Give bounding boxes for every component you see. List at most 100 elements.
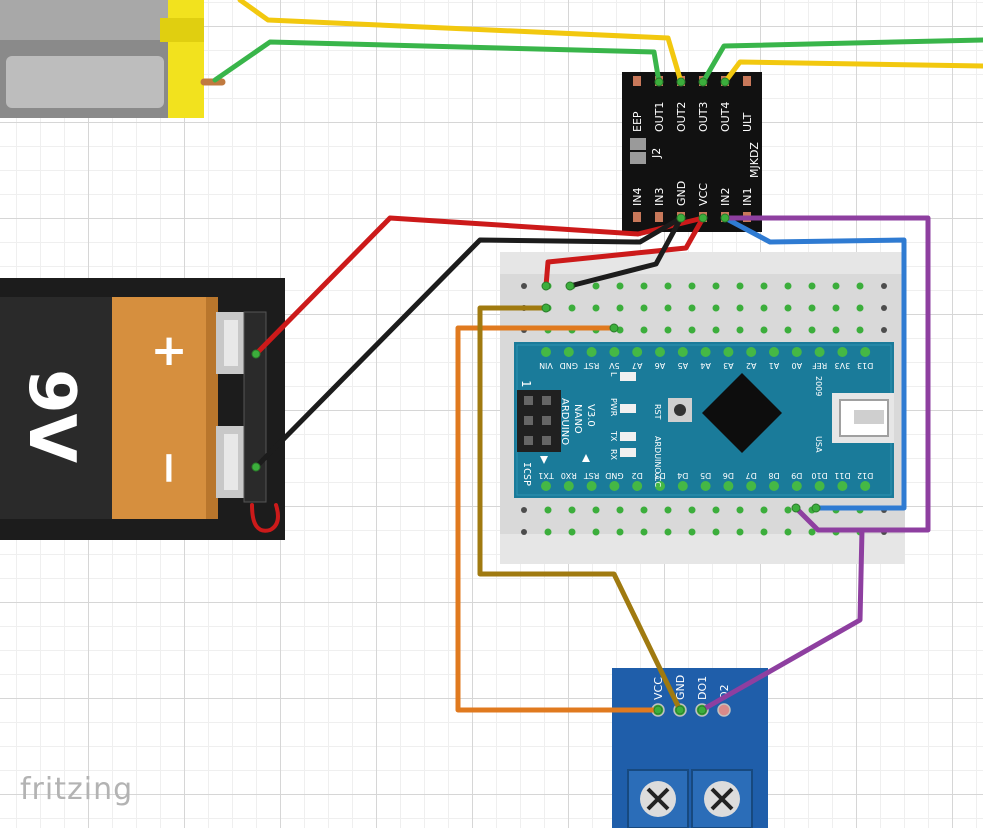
wire-endpoint[interactable]: [811, 503, 821, 513]
nano-pin[interactable]: [563, 347, 574, 357]
breadboard-hole[interactable]: [688, 326, 696, 334]
breadboard-hole[interactable]: [568, 528, 576, 536]
wire-endpoint[interactable]: [720, 77, 730, 87]
breadboard-hole[interactable]: [521, 507, 527, 513]
breadboard-hole[interactable]: [832, 326, 840, 334]
nano-pin[interactable]: [814, 347, 825, 357]
breadboard-hole[interactable]: [592, 528, 600, 536]
wire-green-motor-out1[interactable]: [212, 39, 662, 85]
nano-pin[interactable]: [609, 481, 620, 491]
breadboard-hole[interactable]: [760, 304, 768, 312]
dc-motor[interactable]: [0, 0, 226, 118]
driver-pin[interactable]: [633, 212, 641, 222]
breadboard-hole[interactable]: [736, 304, 744, 312]
breadboard-hole[interactable]: [688, 304, 696, 312]
nano-pin[interactable]: [586, 347, 597, 357]
breadboard-hole[interactable]: [784, 528, 792, 536]
nano-pin[interactable]: [860, 481, 871, 491]
breadboard-hole[interactable]: [784, 326, 792, 334]
breadboard-hole[interactable]: [856, 282, 864, 290]
wire-black-battery-minus-gnd[interactable]: [253, 215, 684, 470]
nano-pin[interactable]: [700, 481, 711, 491]
breadboard-hole[interactable]: [760, 528, 768, 536]
breadboard-hole[interactable]: [784, 282, 792, 290]
wire-olive-sensor-gnd[interactable]: [477, 305, 683, 713]
nano-pin[interactable]: [837, 347, 848, 357]
sensor-pin[interactable]: [717, 703, 731, 717]
wire-purple-in1[interactable]: [722, 215, 931, 533]
wire-endpoint[interactable]: [541, 281, 551, 291]
wire-endpoint[interactable]: [676, 77, 686, 87]
wire-purple-sensor-do[interactable]: [699, 527, 865, 713]
wire-blue-in2[interactable]: [722, 215, 907, 511]
driver-pin[interactable]: [633, 76, 641, 86]
breadboard-hole[interactable]: [712, 282, 720, 290]
breadboard-hole[interactable]: [736, 282, 744, 290]
wire-red-vcc-rail[interactable]: [543, 215, 706, 289]
wire-yellow-motor-out2[interactable]: [237, 0, 684, 85]
breadboard-hole[interactable]: [616, 528, 624, 536]
nano-pin[interactable]: [791, 347, 802, 357]
breadboard-hole[interactable]: [592, 506, 600, 514]
breadboard-hole[interactable]: [640, 506, 648, 514]
nano-pin[interactable]: [677, 481, 688, 491]
nano-pin[interactable]: [563, 481, 574, 491]
wire-endpoint[interactable]: [791, 503, 801, 513]
breadboard-hole[interactable]: [736, 506, 744, 514]
nano-pin[interactable]: [769, 481, 779, 491]
breadboard-hole[interactable]: [760, 326, 768, 334]
breadboard-hole[interactable]: [760, 282, 768, 290]
breadboard-hole[interactable]: [736, 528, 744, 536]
nano-pin[interactable]: [769, 347, 779, 357]
wire-endpoint[interactable]: [698, 213, 708, 223]
reset-button[interactable]: RST: [653, 398, 692, 422]
wire-endpoint[interactable]: [251, 349, 261, 359]
usb-connector[interactable]: USA 2009: [814, 376, 894, 453]
nano-pin[interactable]: [723, 347, 734, 357]
wire-endpoint[interactable]: [565, 281, 575, 291]
breadboard-hole[interactable]: [664, 282, 672, 290]
breadboard-hole[interactable]: [664, 528, 672, 536]
breadboard-hole[interactable]: [736, 326, 744, 334]
nano-pin[interactable]: [541, 481, 551, 491]
nano-pin[interactable]: [632, 481, 643, 491]
breadboard-hole[interactable]: [640, 528, 648, 536]
nano-pin[interactable]: [860, 347, 871, 357]
breadboard-hole[interactable]: [760, 506, 768, 514]
breadboard-hole[interactable]: [568, 304, 576, 312]
wire-endpoint[interactable]: [675, 705, 685, 715]
breadboard-hole[interactable]: [784, 506, 792, 514]
wire-endpoint[interactable]: [720, 213, 730, 223]
driver-pin[interactable]: [655, 212, 663, 222]
breadboard-hole[interactable]: [832, 282, 840, 290]
wire-endpoint[interactable]: [653, 705, 663, 715]
breadboard-hole[interactable]: [808, 304, 816, 312]
driver-pin[interactable]: [743, 76, 751, 86]
breadboard-hole[interactable]: [712, 506, 720, 514]
wire-black-gnd-rail[interactable]: [567, 215, 684, 289]
battery-9v[interactable]: 9V + −: [0, 278, 285, 540]
breadboard-hole[interactable]: [521, 529, 527, 535]
breadboard-hole[interactable]: [640, 282, 648, 290]
breadboard-hole[interactable]: [640, 304, 648, 312]
breadboard-hole[interactable]: [808, 326, 816, 334]
breadboard-hole[interactable]: [664, 304, 672, 312]
breadboard-hole[interactable]: [712, 304, 720, 312]
wire-endpoint[interactable]: [654, 77, 664, 87]
breadboard-hole[interactable]: [808, 282, 816, 290]
breadboard-hole[interactable]: [544, 528, 552, 536]
breadboard-hole[interactable]: [881, 283, 887, 289]
nano-pin[interactable]: [746, 347, 757, 357]
breadboard-hole[interactable]: [688, 528, 696, 536]
breadboard-hole[interactable]: [544, 506, 552, 514]
nano-pin[interactable]: [837, 481, 848, 491]
nano-pin[interactable]: [723, 481, 734, 491]
wire-green-out3[interactable]: [700, 37, 983, 85]
wire-endpoint[interactable]: [251, 462, 261, 472]
breadboard-hole[interactable]: [664, 506, 672, 514]
breadboard-hole[interactable]: [664, 326, 672, 334]
breadboard-hole[interactable]: [616, 506, 624, 514]
wire-endpoint[interactable]: [609, 323, 619, 333]
